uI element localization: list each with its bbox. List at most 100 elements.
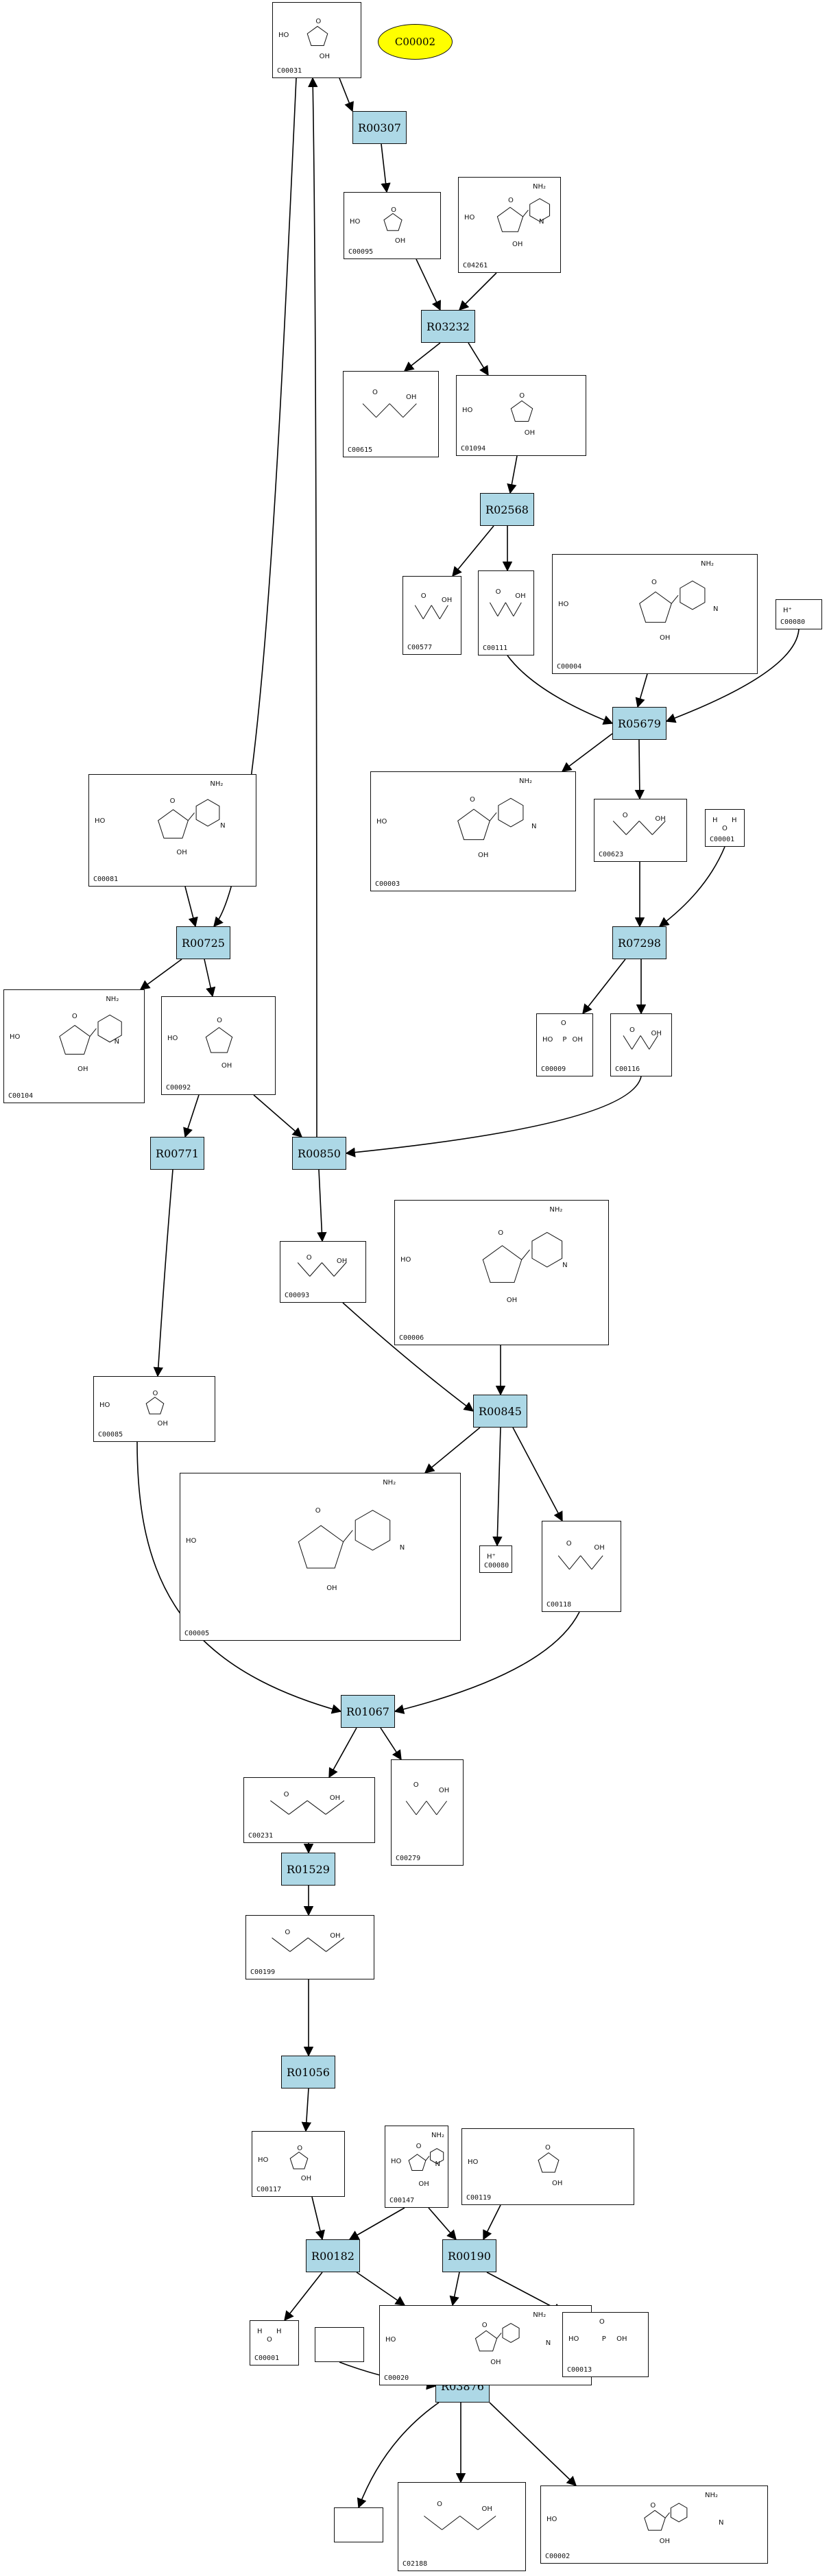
bond-line xyxy=(376,403,390,418)
atom-label: HO xyxy=(400,1255,411,1264)
edge-arrow xyxy=(658,846,725,927)
atom-label: NH₂ xyxy=(383,1479,396,1486)
bond-line xyxy=(326,1937,345,1952)
atom-label: HO xyxy=(350,218,361,226)
reaction-node-r01056[interactable]: R01056 xyxy=(281,2056,335,2089)
compound-box-c00080a[interactable]: H⁺C00080 xyxy=(776,599,822,629)
structure-drawing xyxy=(405,1801,447,1816)
bond-line xyxy=(309,1262,322,1277)
atom-label: NH₂ xyxy=(431,2132,444,2139)
compound-id-label: C00001 xyxy=(254,2355,280,2362)
compound-box-c00095[interactable]: HO OH O C00095 xyxy=(344,192,441,259)
structure-drawing xyxy=(205,1027,233,1053)
compound-box-blank1[interactable] xyxy=(315,2327,364,2362)
compound-id-label: C00080 xyxy=(484,1562,509,1569)
atom-label: OH xyxy=(394,237,406,245)
reaction-node-r00845[interactable]: R00845 xyxy=(473,1395,527,1428)
structure-drawing xyxy=(557,1555,603,1570)
bond-line xyxy=(671,594,679,604)
structure-drawing xyxy=(639,580,706,623)
reaction-node-r03232[interactable]: R03232 xyxy=(421,310,475,343)
ring-shape xyxy=(457,808,490,841)
compound-id-label: C00009 xyxy=(541,1066,566,1073)
atom-label: O xyxy=(508,197,514,204)
atom-label: N xyxy=(114,1037,120,1046)
highlight-compound-c00002[interactable]: C00002 xyxy=(378,24,453,60)
structure-drawing xyxy=(383,213,403,231)
atom-label: O xyxy=(306,1254,312,1262)
ring-shape xyxy=(97,1014,122,1043)
atom-label: O xyxy=(283,1791,289,1799)
bond-line xyxy=(591,1555,603,1570)
atom-label: O xyxy=(391,206,397,214)
atom-label: O xyxy=(169,797,176,805)
reaction-node-r01529[interactable]: R01529 xyxy=(281,1853,335,1886)
atom-label: O xyxy=(566,1539,572,1548)
atom-label: N xyxy=(399,1543,405,1552)
structure-drawing xyxy=(623,1035,658,1050)
reaction-node-r00850[interactable]: R00850 xyxy=(292,1137,346,1170)
reaction-node-r00182[interactable]: R00182 xyxy=(306,2239,360,2272)
reaction-node-r05679[interactable]: R05679 xyxy=(612,707,666,740)
atom-label: O xyxy=(470,796,475,804)
structure-drawing xyxy=(307,25,328,47)
bond-line xyxy=(459,2516,479,2530)
reaction-node-r02568[interactable]: R02568 xyxy=(480,493,534,526)
atom-label: O xyxy=(651,579,657,586)
reaction-node-r01067[interactable]: R01067 xyxy=(341,1695,395,1728)
reaction-node-r00307[interactable]: R00307 xyxy=(352,111,407,144)
atom-label: OH xyxy=(515,592,526,600)
reaction-node-r00725[interactable]: R00725 xyxy=(176,926,230,959)
atom-label: NH₂ xyxy=(519,778,533,785)
bond-line xyxy=(297,1262,311,1277)
reaction-node-r00190[interactable]: R00190 xyxy=(442,2239,496,2272)
edge-arrow xyxy=(512,1427,563,1522)
ring-shape xyxy=(408,2154,426,2171)
compound-id-label: C00095 xyxy=(348,248,374,256)
atom-label: N xyxy=(562,1262,568,1270)
atom-label: OH xyxy=(659,2538,671,2546)
reaction-node-r07298[interactable]: R07298 xyxy=(612,926,666,959)
atom-label: OH xyxy=(478,851,489,859)
atom-label: O xyxy=(315,1507,321,1515)
reaction-node-r00771[interactable]: R00771 xyxy=(150,1137,204,1170)
compound-box-blank2[interactable] xyxy=(334,2507,383,2542)
compound-box-c00080b[interactable]: H⁺C00080 xyxy=(479,1545,512,1573)
bond-line xyxy=(489,812,497,821)
atom-label: O xyxy=(372,389,378,397)
structure-drawing xyxy=(297,1262,347,1277)
atom-label: H⁺ xyxy=(783,607,792,614)
edge-arrow xyxy=(301,2088,312,2132)
